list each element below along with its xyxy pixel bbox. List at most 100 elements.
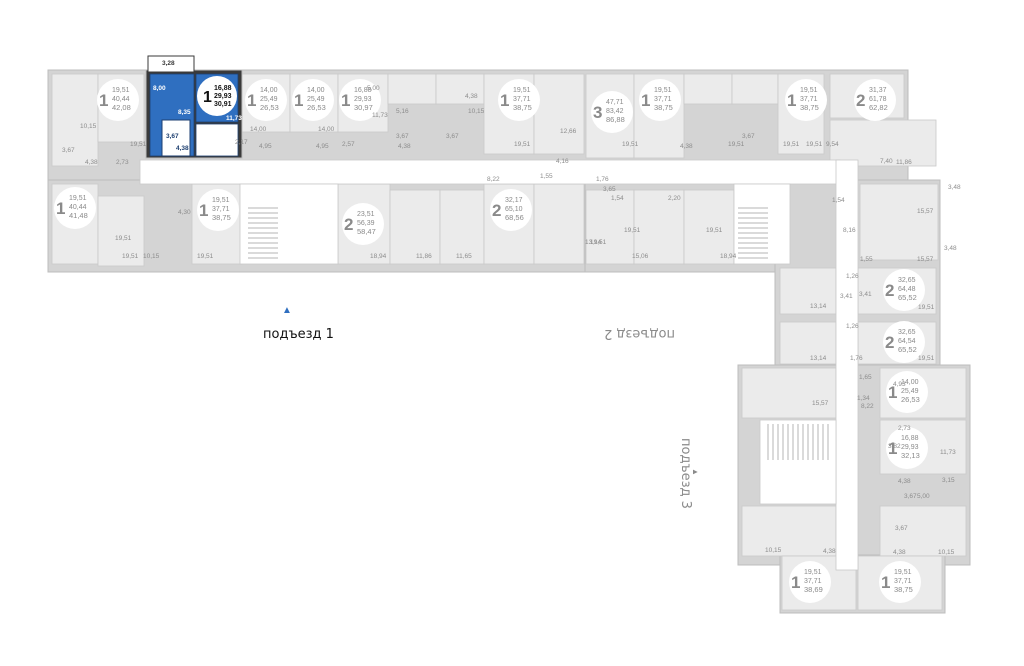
apartment-total-area: 38,75 bbox=[894, 585, 913, 594]
room-area-label: 3,41 bbox=[859, 291, 872, 298]
room-area-label: 4,38 bbox=[85, 159, 98, 166]
room-area-label: 12,66 bbox=[560, 128, 577, 135]
hl-room-area: 4,38 bbox=[176, 145, 189, 152]
room-area-label: 18,94 bbox=[720, 253, 737, 260]
apartment-living-area: 14,00 bbox=[260, 87, 278, 94]
apartment-total-area: 38,75 bbox=[654, 103, 673, 112]
room-area-label: 11,86 bbox=[896, 159, 912, 166]
apartment-rooms: 3 bbox=[593, 103, 602, 122]
room-area-label: 4,38 bbox=[398, 143, 411, 150]
room-area-label: 10,15 bbox=[938, 549, 955, 556]
apartment-living-area: 19,51 bbox=[513, 87, 531, 94]
apartment-living-area: 47,71 bbox=[606, 99, 624, 106]
room-area-label: 3,67 bbox=[396, 133, 409, 140]
apartment-rooms: 1 bbox=[294, 91, 303, 110]
room-area-label: 8,22 bbox=[487, 176, 500, 183]
apartment-area: 37,71 bbox=[212, 206, 230, 213]
entrance-arrow-icon: ▲ bbox=[282, 305, 292, 316]
room-area-label: 3,48 bbox=[948, 184, 961, 191]
apartment-total-area: 62,82 bbox=[869, 103, 888, 112]
apartment-living-area: 19,51 bbox=[894, 569, 912, 576]
room-area-label: 5,00 bbox=[917, 493, 930, 500]
entrance-2[interactable]: подъезд 2 bbox=[604, 326, 675, 341]
apartment-area: 61,78 bbox=[869, 96, 887, 103]
apartment-living-area: 23,51 bbox=[357, 211, 375, 218]
room-area-label: 15,06 bbox=[632, 253, 649, 260]
room-area-label: 9,54 bbox=[826, 141, 839, 148]
room-area-label: 14,00 bbox=[250, 126, 267, 133]
room-area-label: 1,76 bbox=[596, 176, 609, 183]
entrance-2-label: подъезд 2 bbox=[604, 326, 675, 341]
apartment-rooms: 2 bbox=[856, 91, 865, 110]
apartment-area: 37,71 bbox=[513, 96, 531, 103]
room-area-label: 1,54 bbox=[832, 197, 845, 204]
apartment-rooms: 1 bbox=[56, 199, 65, 218]
apartment-rooms: 2 bbox=[885, 281, 894, 300]
apartment-total-area: 26,53 bbox=[307, 103, 326, 112]
stairwell-1 bbox=[248, 207, 278, 259]
room-area-label: 19,51 bbox=[622, 141, 639, 148]
apartment-rooms: 1 bbox=[199, 201, 208, 220]
room-area-label: 7,40 bbox=[880, 158, 893, 165]
apartment-total-area: 32,13 bbox=[901, 451, 920, 460]
room-area-label: 3,65 bbox=[603, 186, 616, 193]
apartment-total-area: 42,08 bbox=[112, 103, 131, 112]
room-area-label: 19,51 bbox=[130, 141, 147, 148]
apartment-living-area: 19,51 bbox=[654, 87, 672, 94]
apartment-area: 29,93 bbox=[901, 444, 919, 451]
apartment-living-area: 19,51 bbox=[112, 87, 130, 94]
apartment-total-area: 26,53 bbox=[901, 395, 920, 404]
room-area-label: 4,38 bbox=[465, 93, 478, 100]
hl-area: 29,93 bbox=[214, 93, 232, 100]
apartment-rooms: 1 bbox=[787, 91, 796, 110]
room-area-label: 4,38 bbox=[680, 143, 693, 150]
room-area-label: 19,51 bbox=[918, 304, 935, 311]
apartment-living-area: 14,00 bbox=[307, 87, 325, 94]
entrance-3[interactable]: подъезд 3 ▲ bbox=[678, 438, 700, 509]
room-area-label: 15,57 bbox=[917, 256, 934, 263]
highlighted-apartment[interactable]: 8,00 8,35 3,67 4,38 11,73 3,28 1 16,88 2… bbox=[145, 55, 243, 159]
room-area-label: 3,48 bbox=[944, 245, 957, 252]
apartment-living-area: 19,51 bbox=[212, 197, 230, 204]
apartment-area: 40,44 bbox=[69, 204, 87, 211]
room-area-label: 10,15 bbox=[468, 108, 485, 115]
room-area-label: 19,51 bbox=[197, 253, 214, 260]
room-area-label: 14,00 bbox=[318, 126, 335, 133]
apartment-total-area: 41,48 bbox=[69, 211, 88, 220]
apartment-living-area: 16,88 bbox=[901, 435, 919, 442]
room-area-label: 13,14 bbox=[810, 303, 827, 310]
hl-room-area: 3,67 bbox=[166, 133, 179, 140]
room-area-label: 3,67 bbox=[904, 493, 917, 500]
room-area-label: 1,34 bbox=[857, 395, 870, 402]
apartment-rooms: 1 bbox=[99, 91, 108, 110]
hl-room-area: 8,00 bbox=[153, 85, 166, 92]
room-area-label: 1,54 bbox=[611, 195, 624, 202]
room-area-label: 19,51 bbox=[918, 355, 935, 362]
room-area-label: 15,57 bbox=[812, 400, 829, 407]
apartment-living-area: 19,51 bbox=[69, 195, 87, 202]
apartment-area: 37,71 bbox=[654, 96, 672, 103]
entrance-1[interactable]: ▲ подъезд 1 bbox=[263, 305, 334, 342]
entrance-arrow-icon: ▲ bbox=[691, 468, 700, 476]
